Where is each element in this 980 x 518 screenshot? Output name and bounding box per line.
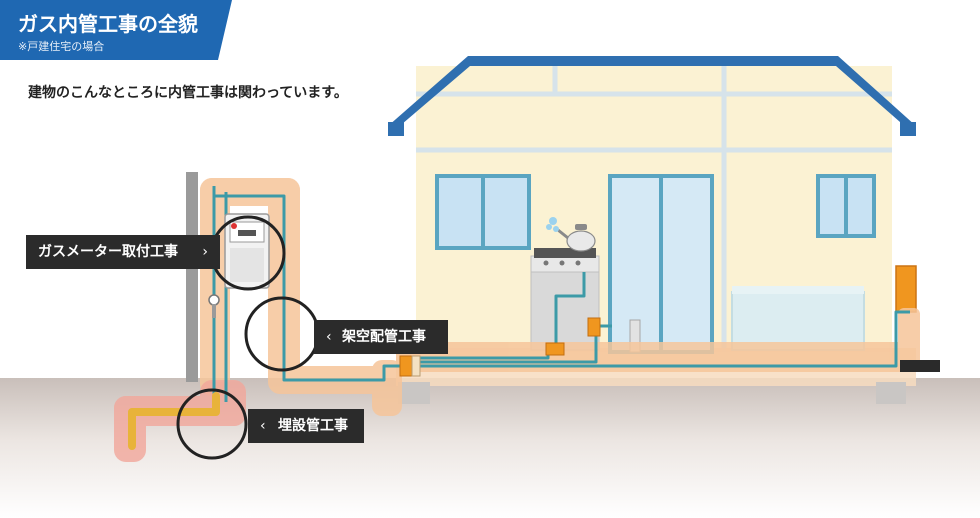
foundation-footing-left xyxy=(398,382,430,404)
roof-eave-left xyxy=(388,122,404,136)
page-title: ガス内管工事の全貌 xyxy=(18,12,198,36)
indoor-pipe xyxy=(410,272,910,368)
kitchen-counter xyxy=(530,255,600,351)
chevron-right-icon: › xyxy=(202,244,208,260)
buried-pipe xyxy=(128,392,220,450)
callout-label-aerial[interactable]: ‹ 架空配管工事 xyxy=(314,320,448,354)
foundation-footing-right xyxy=(876,382,906,404)
chevron-left-icon: ‹ xyxy=(260,418,266,434)
chevron-left-icon: ‹ xyxy=(326,329,332,345)
callout-label-aerial-text: 架空配管工事 xyxy=(342,329,426,345)
window-left xyxy=(435,174,531,250)
entry-valve xyxy=(399,355,413,377)
roof-eave-right xyxy=(900,122,916,136)
sliding-door xyxy=(608,174,714,354)
title-banner: ガス内管工事の全貌 ※戸建住宅の場合 xyxy=(0,0,232,60)
callout-label-meter[interactable]: ガスメーター取付工事 › xyxy=(26,235,220,269)
gas-meter-icon xyxy=(224,213,270,289)
exterior-pipe-stub xyxy=(900,360,940,372)
entry-fitting xyxy=(411,355,421,377)
valve-box-counter xyxy=(587,317,601,337)
valve-box-kitchen xyxy=(545,342,565,356)
bathtub xyxy=(731,286,865,351)
meter-cock-icon xyxy=(208,294,220,318)
steam-icon xyxy=(546,217,559,232)
meter-post xyxy=(186,172,198,382)
window-right xyxy=(816,174,876,238)
page-subtitle: ※戸建住宅の場合 xyxy=(18,40,105,53)
callout-label-buried-text: 埋設管工事 xyxy=(278,418,348,434)
kettle-icon xyxy=(557,224,596,252)
callout-label-meter-text: ガスメーター取付工事 xyxy=(38,244,178,260)
callout-label-buried[interactable]: ‹ 埋設管工事 xyxy=(248,409,364,443)
callout-circle-buried xyxy=(176,388,248,460)
gas-stove xyxy=(534,248,596,266)
water-heater xyxy=(895,265,917,313)
intro-text: 建物のこんなところに内管工事は関わっています。 xyxy=(28,85,348,101)
wall-framing xyxy=(416,66,892,352)
